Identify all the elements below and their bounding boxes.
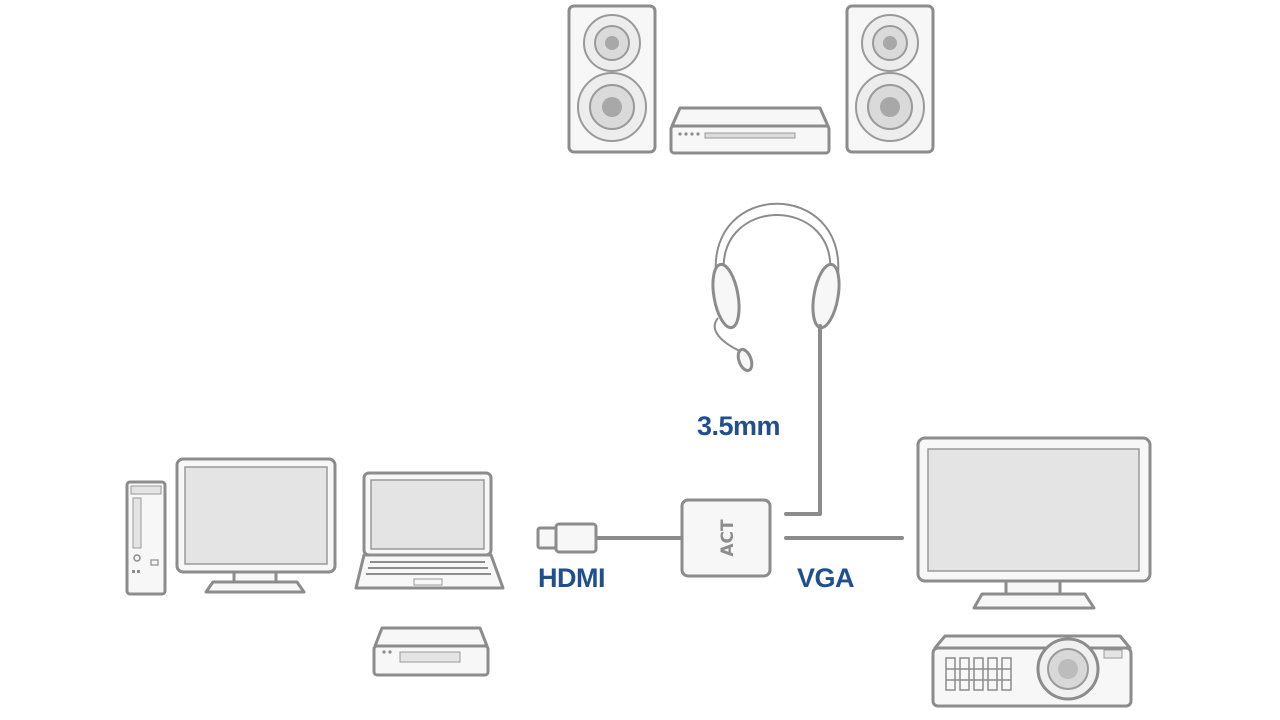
laptop-icon <box>354 471 505 590</box>
audio-cable <box>784 324 822 516</box>
pc-tower-icon <box>125 480 167 596</box>
label-vga: VGA <box>797 563 854 593</box>
speaker-right-icon <box>845 4 935 154</box>
headset-icon <box>711 202 841 373</box>
adapter-logo: ACT <box>718 519 738 557</box>
media-player-icon <box>372 626 490 677</box>
projector-vent <box>945 657 1012 691</box>
label-hdmi: HDMI <box>538 563 605 593</box>
projector-icon <box>931 634 1133 708</box>
hdmi-plug-icon <box>536 522 598 554</box>
vga-monitor-icon <box>916 436 1152 610</box>
speaker-left-icon <box>567 4 657 154</box>
desktop-monitor-icon <box>175 457 337 594</box>
adapter-box: ACT <box>680 498 772 578</box>
audio-receiver-icon <box>669 106 831 155</box>
label-3-5mm: 3.5mm <box>697 411 780 441</box>
